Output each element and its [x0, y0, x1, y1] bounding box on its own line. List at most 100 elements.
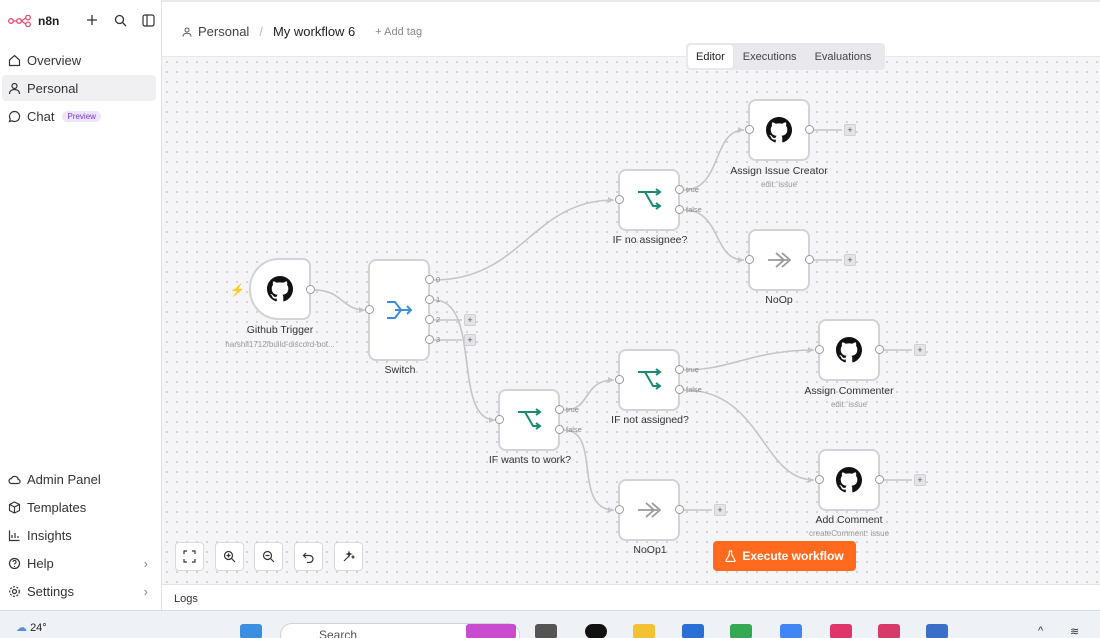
- sidebar-item-help[interactable]: Help ›: [2, 550, 156, 576]
- tab-executions[interactable]: Executions: [742, 50, 797, 63]
- wifi-icon[interactable]: ≋: [1070, 626, 1080, 638]
- settings-app-icon[interactable]: [682, 624, 704, 638]
- output-handle[interactable]: [805, 125, 814, 134]
- node-if-wants-to-work[interactable]: [498, 389, 560, 451]
- output-handle[interactable]: [805, 255, 814, 264]
- input-handle[interactable]: [745, 255, 754, 264]
- node-noop1[interactable]: [618, 479, 680, 541]
- output-handle-true[interactable]: [555, 405, 564, 414]
- input-handle[interactable]: [365, 305, 374, 314]
- sidebar-item-chat[interactable]: Chat Preview: [2, 103, 156, 129]
- port-label: 3: [436, 335, 441, 344]
- tidy-up-button[interactable]: [334, 542, 363, 571]
- node-noop[interactable]: [748, 229, 810, 291]
- output-handle[interactable]: [675, 505, 684, 514]
- brand-name: n8n: [38, 14, 60, 28]
- chrome-profile-icon[interactable]: [780, 624, 802, 638]
- sidebar-item-personal[interactable]: Personal: [2, 75, 156, 101]
- input-handle[interactable]: [615, 375, 624, 384]
- brave-profile-icon[interactable]: [878, 624, 900, 638]
- node-if-no-assignee[interactable]: [618, 169, 680, 231]
- search-highlight-icon: [466, 624, 516, 638]
- add-node-button[interactable]: +: [914, 474, 926, 486]
- execute-workflow-button[interactable]: Execute workflow: [713, 541, 856, 571]
- output-handle-3[interactable]: [425, 335, 434, 344]
- sidebar-item-label: Insights: [27, 527, 72, 543]
- windows-start-icon[interactable]: [240, 624, 262, 638]
- header: Personal / My workflow 6 + Add tag: [162, 0, 1100, 57]
- tab-evaluations[interactable]: Evaluations: [814, 50, 872, 63]
- node-if-not-assigned[interactable]: [618, 349, 680, 411]
- fit-view-button[interactable]: [175, 542, 204, 571]
- sidebar-item-insights[interactable]: Insights: [2, 522, 156, 548]
- magic-wand-icon: [343, 550, 355, 562]
- node-switch[interactable]: [368, 259, 430, 361]
- sidebar-item-templates[interactable]: Templates: [2, 494, 156, 520]
- flask-icon: [725, 550, 737, 562]
- output-handle-false[interactable]: [555, 425, 564, 434]
- edge-true-assigncreator: [683, 129, 745, 191]
- chrome-icon[interactable]: [730, 624, 752, 638]
- brave-icon[interactable]: [830, 624, 852, 638]
- trigger-bolt-icon: ⚡: [230, 283, 245, 297]
- workflow-name[interactable]: My workflow 6: [272, 24, 356, 39]
- add-node-button[interactable]: +: [914, 344, 926, 356]
- output-handle-1[interactable]: [425, 295, 434, 304]
- sidebar-item-settings[interactable]: Settings ›: [2, 578, 156, 604]
- node-subtitle: edit: issue: [760, 180, 798, 189]
- input-handle[interactable]: [615, 505, 624, 514]
- node-label: IF not assigned?: [611, 414, 689, 426]
- node-label: Assign Issue Creator: [730, 165, 828, 177]
- execute-workflow-label: Execute workflow: [742, 549, 844, 563]
- node-add-comment[interactable]: [818, 449, 880, 511]
- input-handle[interactable]: [815, 345, 824, 354]
- add-icon[interactable]: [84, 12, 100, 28]
- add-node-button[interactable]: +: [464, 314, 476, 326]
- search-icon[interactable]: [112, 12, 128, 28]
- node-assign-issue-creator[interactable]: [748, 99, 810, 161]
- add-node-button[interactable]: +: [464, 334, 476, 346]
- output-handle-false[interactable]: [675, 205, 684, 214]
- output-handle-0[interactable]: [425, 275, 434, 284]
- node-label: Switch: [384, 364, 416, 376]
- output-handle-2[interactable]: [425, 315, 434, 324]
- zoom-in-button[interactable]: [215, 542, 244, 571]
- sidebar-toggle-icon[interactable]: [140, 12, 156, 28]
- sidebar-item-overview[interactable]: Overview: [2, 47, 156, 73]
- input-handle[interactable]: [495, 415, 504, 424]
- add-node-button[interactable]: +: [844, 254, 856, 266]
- add-tag-button[interactable]: + Add tag: [375, 25, 423, 38]
- output-handle[interactable]: [875, 475, 884, 484]
- add-node-button[interactable]: +: [714, 504, 726, 516]
- undo-button[interactable]: [294, 542, 323, 571]
- cloud-icon: [8, 475, 21, 484]
- breadcrumb-project[interactable]: Personal: [198, 24, 250, 39]
- add-node-button[interactable]: +: [844, 124, 856, 136]
- sidebar-item-admin-panel[interactable]: Admin Panel: [2, 466, 156, 492]
- input-handle[interactable]: [815, 475, 824, 484]
- output-handle[interactable]: [875, 345, 884, 354]
- input-handle[interactable]: [615, 195, 624, 204]
- n8n-logo-icon: [8, 15, 31, 27]
- node-assign-commenter[interactable]: [818, 319, 880, 381]
- output-handle-true[interactable]: [675, 365, 684, 374]
- app-icon[interactable]: [926, 624, 948, 638]
- weather-widget[interactable]: ☁ 24°: [16, 621, 47, 634]
- zoom-out-button[interactable]: [254, 542, 283, 571]
- input-handle[interactable]: [745, 125, 754, 134]
- node-github-trigger[interactable]: [249, 258, 311, 320]
- n8n-logo[interactable]: n8n: [8, 12, 59, 30]
- output-handle[interactable]: [306, 285, 315, 294]
- fullscreen-icon: [183, 550, 196, 563]
- output-handle-true[interactable]: [675, 185, 684, 194]
- tab-editor[interactable]: Editor: [688, 45, 733, 68]
- file-explorer-icon[interactable]: [633, 624, 655, 638]
- sidebar-item-label: Settings: [27, 583, 74, 599]
- workflow-canvas[interactable]: ⚡ Github Trigger harshil1712/build-disco…: [162, 57, 1100, 584]
- logs-panel[interactable]: Logs: [162, 584, 1100, 610]
- chevron-up-icon[interactable]: ^: [1038, 625, 1044, 637]
- task-view-icon[interactable]: [535, 624, 557, 638]
- output-handle-false[interactable]: [675, 385, 684, 394]
- node-subtitle: createComment: issue: [808, 529, 890, 538]
- app-icon[interactable]: [585, 624, 607, 638]
